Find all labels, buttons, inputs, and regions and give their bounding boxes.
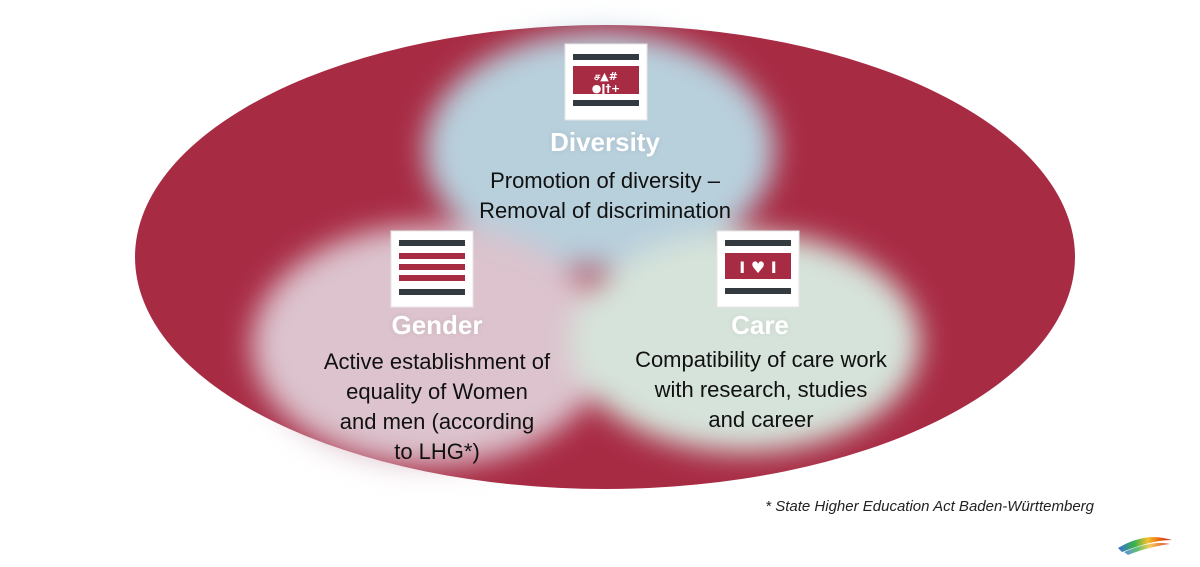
gender-description-line: and men (according bbox=[339, 409, 535, 434]
diversity-icon: ச▲# ●ǀ†+ bbox=[564, 43, 648, 121]
care-description-line: with research, studies bbox=[654, 377, 868, 402]
diversity-description-line: Promotion of diversity – bbox=[490, 168, 720, 193]
gender-icon bbox=[390, 230, 474, 308]
diversity-icon-glyphs-1: ச▲# bbox=[594, 70, 618, 83]
diversity-blob bbox=[425, 32, 775, 268]
gender-description-line: Active establishment of bbox=[323, 349, 551, 374]
care-description-line: and career bbox=[708, 407, 814, 432]
care-icon: I ♥ I bbox=[716, 230, 800, 308]
gender-description-line: to LHG*) bbox=[394, 439, 480, 464]
care-description: Compatibility of care work with research… bbox=[596, 345, 926, 435]
gender-description-line: equality of Women bbox=[346, 379, 528, 404]
care-icon-glyphs: I ♥ I bbox=[739, 258, 776, 277]
rainbow-swoosh-logo bbox=[1118, 537, 1172, 555]
care-description-line: Compatibility of care work bbox=[635, 347, 887, 372]
diversity-title: Diversity bbox=[550, 127, 660, 157]
gender-title: Gender bbox=[391, 310, 483, 340]
gender-blob bbox=[252, 225, 608, 465]
footnote: * State Higher Education Act Baden-Württ… bbox=[765, 498, 1094, 515]
care-title: Care bbox=[731, 310, 789, 340]
gender-description: Active establishment of equality of Wome… bbox=[282, 347, 592, 467]
care-blob bbox=[570, 232, 920, 452]
diversity-icon-glyphs-2: ●ǀ†+ bbox=[592, 82, 620, 95]
diversity-description-line: Removal of discrimination bbox=[479, 198, 731, 223]
diversity-description: Promotion of diversity – Removal of disc… bbox=[420, 166, 790, 226]
